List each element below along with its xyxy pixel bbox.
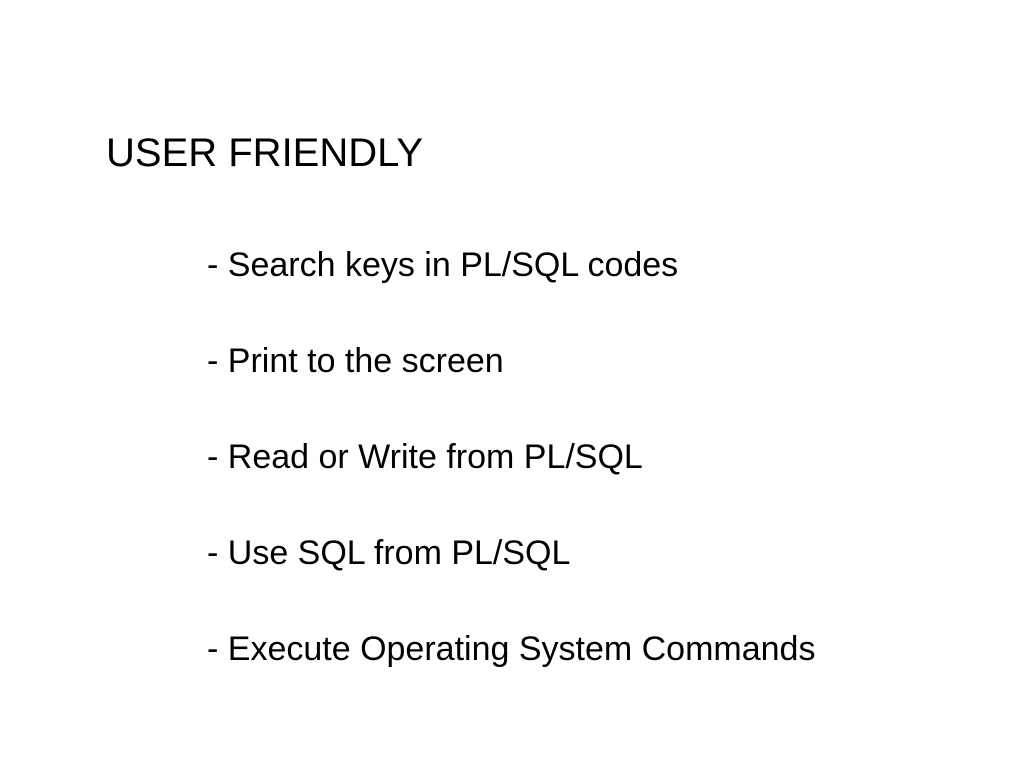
bullet-list: - Search keys in PL/SQL codes - Print to… [207,243,815,723]
bullet-item: - Use SQL from PL/SQL [207,534,571,572]
bullet-item: - Print to the screen [207,342,504,380]
bullet-item: - Search keys in PL/SQL codes [207,246,679,284]
slide-title: USER FRIENDLY [106,131,424,175]
bullet-item: - Read or Write from PL/SQL [207,438,643,476]
bullet-item: - Execute Operating System Commands [207,630,816,668]
